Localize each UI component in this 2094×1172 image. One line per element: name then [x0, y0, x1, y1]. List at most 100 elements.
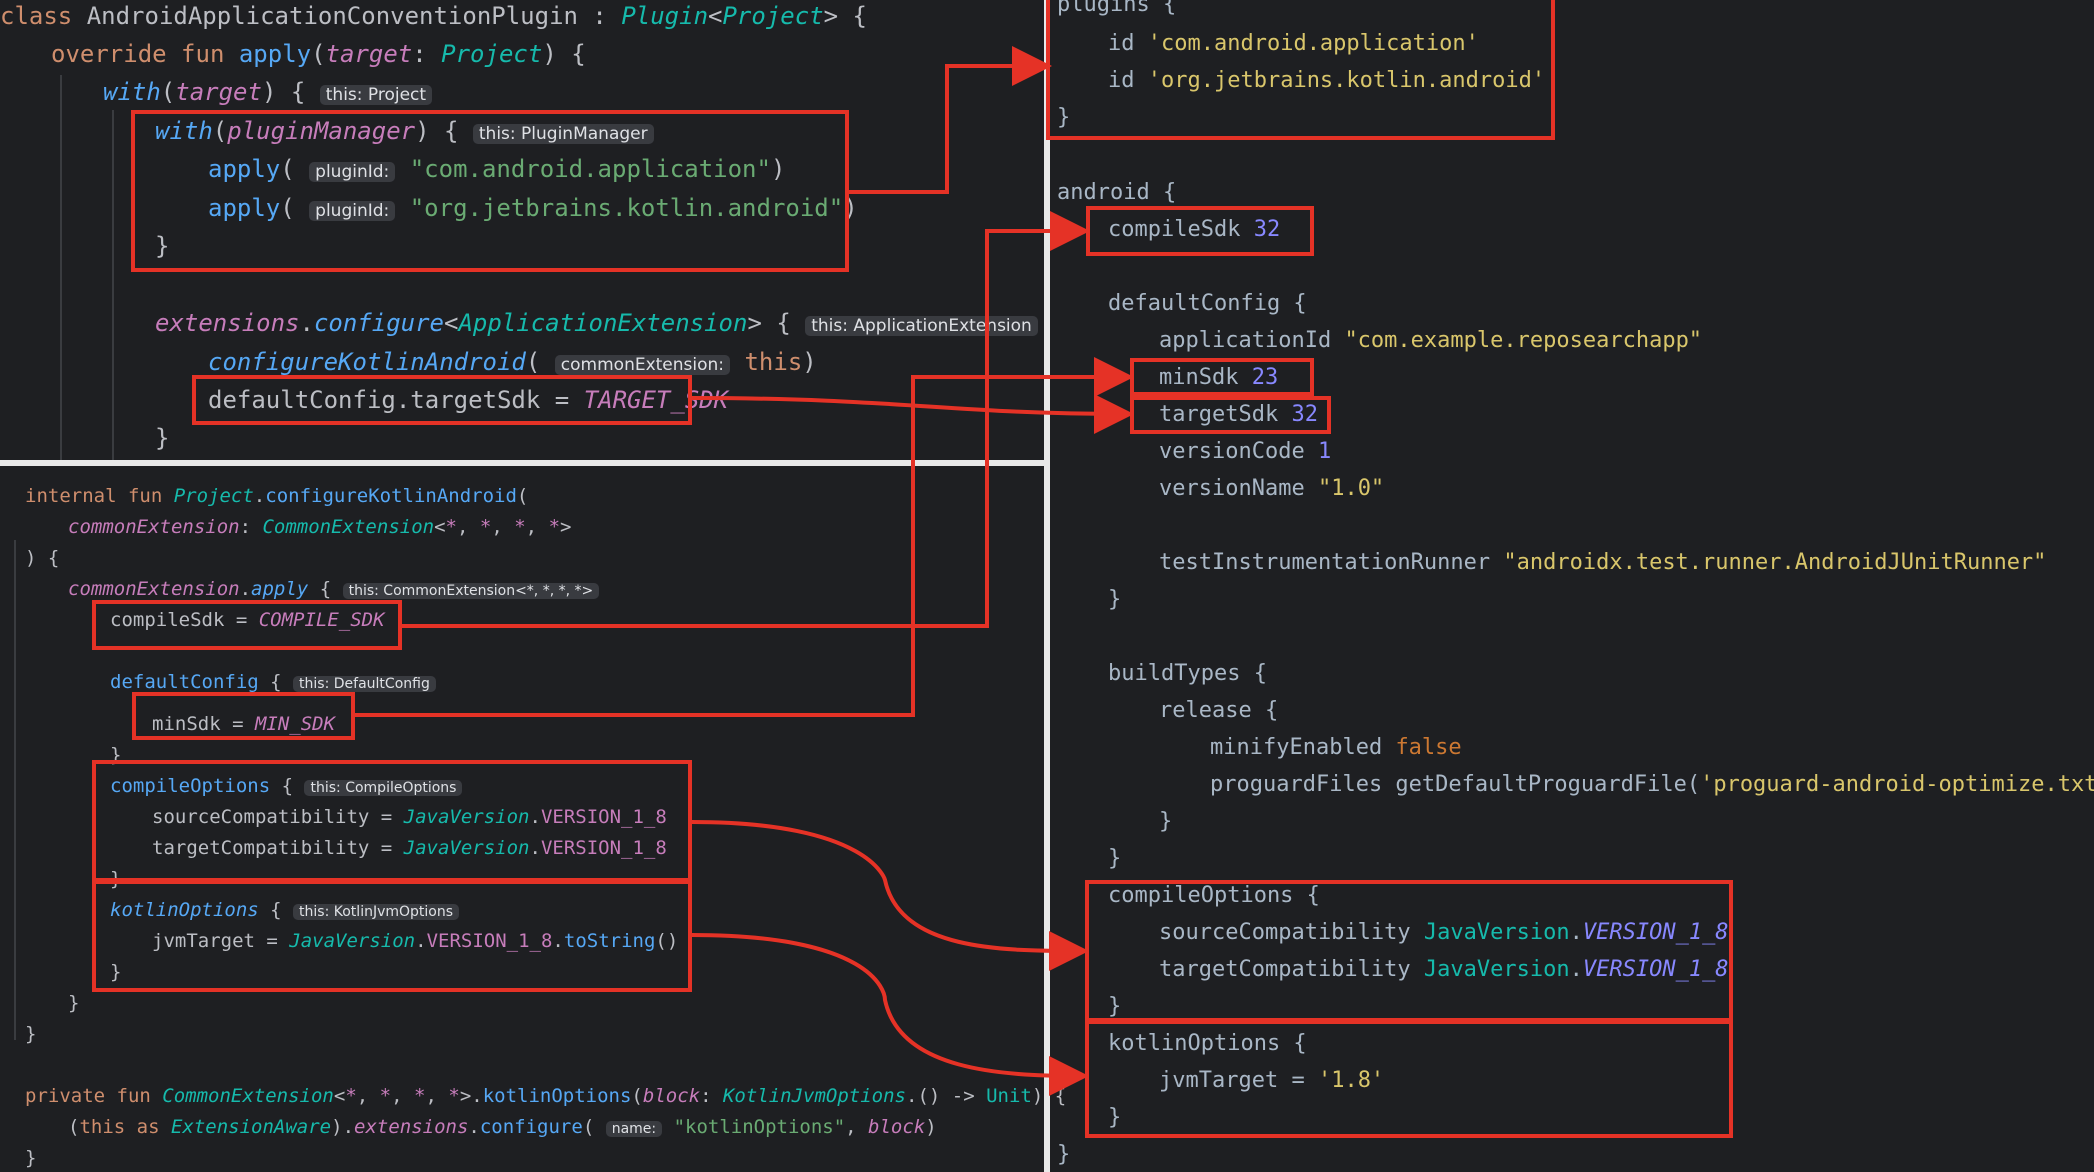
code-line[interactable]: }: [1108, 994, 1121, 1019]
code-line[interactable]: }: [1057, 105, 1070, 130]
indent-guide: [14, 540, 16, 1040]
code-line[interactable]: minifyEnabled false: [1210, 735, 1462, 760]
code-line[interactable]: with(target) { this: Project: [103, 78, 433, 106]
highlight-compile-options-gradle: [1085, 880, 1733, 1022]
code-line[interactable]: }: [1108, 1105, 1121, 1130]
code-token: ).: [331, 1116, 355, 1138]
code-line[interactable]: testInstrumentationRunner "androidx.test…: [1159, 550, 2046, 575]
code-line[interactable]: internal fun Project.configureKotlinAndr…: [25, 485, 528, 507]
code-line[interactable]: sourceCompatibility = JavaVersion.VERSIO…: [152, 806, 667, 828]
code-line[interactable]: sourceCompatibility JavaVersion.VERSION_…: [1159, 920, 1729, 945]
code-token: Project: [722, 2, 824, 30]
code-token: kotlinOptions: [482, 1085, 632, 1107]
code-line[interactable]: minSdk = MIN_SDK: [152, 713, 335, 735]
code-line[interactable]: commonExtension: CommonExtension<*, *, *…: [68, 516, 571, 538]
code-token: 'proguard-android-optimize.txt': [1700, 772, 2094, 797]
code-token: this: [730, 348, 803, 376]
code-line[interactable]: minSdk 23: [1159, 365, 1278, 390]
code-line[interactable]: applicationId "com.example.reposearchapp…: [1159, 328, 1702, 353]
code-line[interactable]: targetCompatibility = JavaVersion.VERSIO…: [152, 837, 667, 859]
code-token: *: [548, 516, 561, 538]
code-line[interactable]: compileOptions { this: CompileOptions: [110, 775, 463, 797]
code-token: JavaVersion: [1423, 957, 1570, 982]
code-line[interactable]: extensions.configure<ApplicationExtensio…: [155, 309, 1038, 337]
highlight-kotlin-options: [92, 880, 692, 992]
code-token: apply: [208, 194, 281, 222]
code-token: }: [1108, 846, 1122, 871]
code-line[interactable]: jvmTarget = JavaVersion.VERSION_1_8.toSt…: [152, 930, 678, 952]
code-token: proguardFiles getDefaultProguardFile(: [1210, 772, 1701, 797]
code-token: <: [333, 1085, 346, 1107]
code-token: applicationId: [1159, 328, 1345, 353]
code-line[interactable]: versionCode 1: [1159, 439, 1331, 464]
code-line[interactable]: }: [110, 744, 121, 766]
code-line[interactable]: }: [155, 424, 169, 452]
code-token: JavaVersion: [403, 806, 530, 828]
code-line[interactable]: }: [1159, 809, 1172, 834]
code-line[interactable]: compileOptions {: [1108, 883, 1320, 908]
code-token: configureKotlinAndroid: [265, 485, 517, 507]
code-token: CommonExtension: [162, 1085, 334, 1107]
code-token: ExtensionAware: [170, 1116, 332, 1138]
code-line[interactable]: targetCompatibility JavaVersion.VERSION_…: [1159, 957, 1729, 982]
code-line[interactable]: buildTypes {: [1108, 661, 1267, 686]
code-token: this as: [79, 1116, 171, 1138]
code-line[interactable]: targetSdk 32: [1159, 402, 1318, 427]
code-token: apply: [238, 40, 312, 68]
horizontal-divider: [0, 460, 1044, 466]
code-token: (): [655, 930, 679, 952]
inlay-hint: pluginId:: [309, 162, 396, 182]
code-token: CommonExtension: [262, 516, 435, 538]
code-line[interactable]: private fun CommonExtension<*, *, *, *>.…: [25, 1085, 1066, 1107]
code-token: Project: [441, 40, 543, 68]
code-line[interactable]: apply( pluginId: "com.android.applicatio…: [208, 155, 785, 183]
code-line[interactable]: }: [155, 232, 169, 260]
highlight-min-sdk: [132, 692, 355, 740]
code-line[interactable]: kotlinOptions { this: KotlinJvmOptions: [110, 899, 460, 921]
code-token: id: [1108, 68, 1148, 93]
code-line[interactable]: with(pluginManager) { this: PluginManage…: [155, 117, 654, 145]
code-token: with: [103, 78, 161, 106]
code-line[interactable]: compileSdk = COMPILE_SDK: [110, 609, 385, 631]
code-line[interactable]: }: [25, 1023, 36, 1045]
code-token: }: [68, 992, 80, 1014]
code-line[interactable]: }: [25, 1147, 36, 1169]
code-token: :: [239, 516, 263, 538]
code-line[interactable]: id 'org.jetbrains.kotlin.android': [1108, 68, 1545, 93]
code-line[interactable]: defaultConfig {: [1108, 291, 1307, 316]
editor-right: [1050, 0, 2094, 1172]
code-token: "kotlinOptions": [662, 1116, 846, 1138]
code-token: ,: [525, 516, 549, 538]
code-token: :: [700, 1085, 723, 1107]
code-line[interactable]: }: [1108, 587, 1121, 612]
code-line[interactable]: proguardFiles getDefaultProguardFile('pr…: [1210, 772, 2094, 797]
code-line[interactable]: ) {: [25, 547, 59, 569]
code-line[interactable]: class AndroidApplicationConventionPlugin…: [0, 2, 867, 30]
code-token: block: [868, 1116, 926, 1138]
code-token: ,: [491, 516, 515, 538]
code-line[interactable]: }: [68, 992, 79, 1014]
code-line[interactable]: apply( pluginId: "org.jetbrains.kotlin.a…: [208, 194, 858, 222]
code-token: *: [379, 1085, 392, 1107]
code-line[interactable]: android {: [1057, 180, 1176, 205]
code-line[interactable]: commonExtension.apply { this: CommonExte…: [68, 578, 600, 600]
code-line[interactable]: release {: [1159, 698, 1278, 723]
code-line[interactable]: }: [1057, 1142, 1070, 1167]
code-line[interactable]: defaultConfig { this: DefaultConfig: [110, 671, 436, 693]
code-line[interactable]: override fun apply(target: Project) {: [51, 40, 586, 68]
code-token: *: [514, 516, 526, 538]
code-line[interactable]: (this as ExtensionAware).extensions.conf…: [68, 1116, 937, 1138]
code-token: plugins {: [1057, 0, 1177, 17]
code-line[interactable]: versionName "1.0": [1159, 476, 1384, 501]
code-token: <: [434, 516, 446, 538]
code-line[interactable]: compileSdk 32: [1108, 217, 1280, 242]
code-line[interactable]: plugins {: [1057, 0, 1176, 17]
code-line[interactable]: }: [1108, 846, 1121, 871]
code-token: "com.example.reposearchapp": [1344, 328, 1703, 353]
code-line[interactable]: }: [110, 961, 121, 983]
code-line[interactable]: configureKotlinAndroid( commonExtension:…: [208, 348, 817, 376]
code-line[interactable]: id 'com.android.application': [1108, 31, 1479, 56]
code-line[interactable]: kotlinOptions {: [1108, 1031, 1307, 1056]
code-line[interactable]: jvmTarget = '1.8': [1159, 1068, 1384, 1093]
code-token: compileSdk: [1108, 217, 1254, 242]
